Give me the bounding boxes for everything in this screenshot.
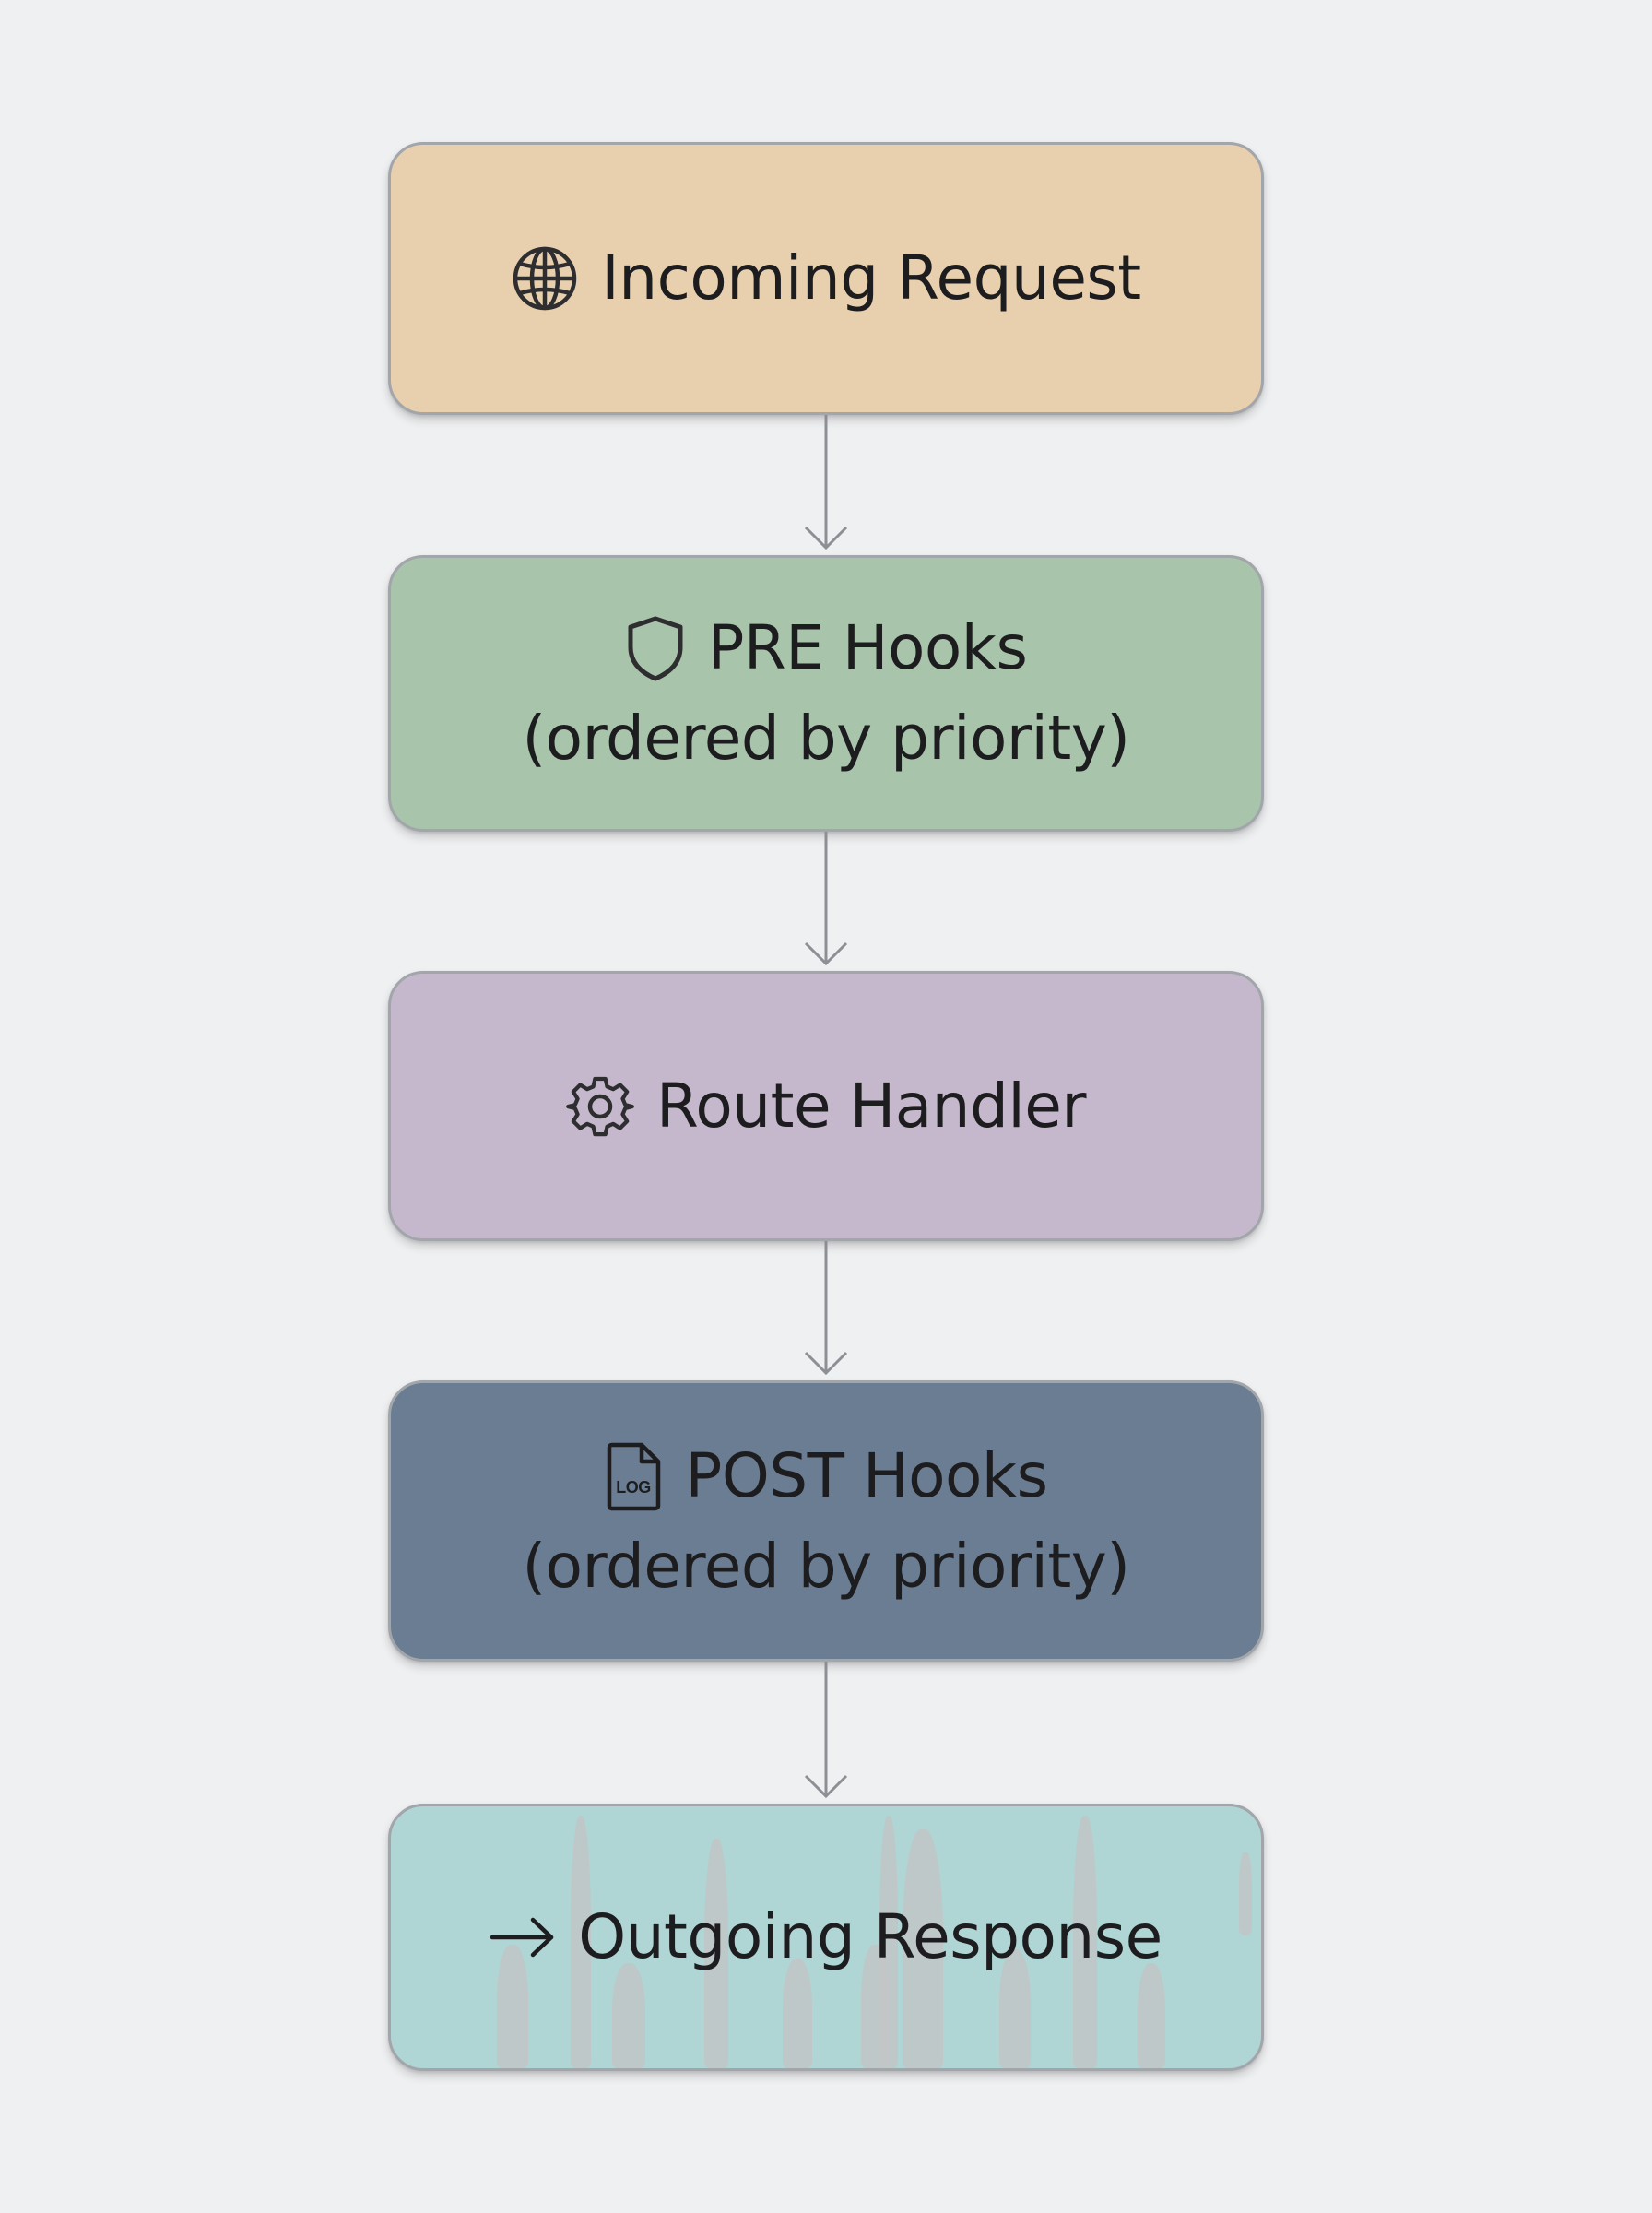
log-file-icon: LOG — [605, 1441, 664, 1511]
post-hooks-node: LOG POST Hooks (ordered by priority) — [388, 1380, 1264, 1662]
pre-hooks-node: PRE Hooks (ordered by priority) — [388, 555, 1264, 832]
outgoing-response-title: Outgoing Response — [490, 1892, 1162, 1982]
route-handler-label: Route Handler — [656, 1070, 1086, 1142]
shield-icon — [625, 614, 686, 682]
pre-hooks-label: PRE Hooks — [707, 612, 1028, 683]
outgoing-response-node: Outgoing Response — [388, 1804, 1264, 2071]
connector-arrow-4 — [803, 1662, 849, 1804]
incoming-request-node: Incoming Request — [388, 142, 1264, 415]
globe-icon — [511, 244, 579, 313]
post-hooks-subtitle: (ordered by priority) — [522, 1530, 1130, 1602]
outgoing-response-label: Outgoing Response — [578, 1901, 1162, 1972]
pre-hooks-title: PRE Hooks — [625, 603, 1028, 693]
route-handler-node: Route Handler — [388, 971, 1264, 1241]
connector-arrow-3 — [803, 1241, 849, 1380]
post-hooks-label: POST Hooks — [685, 1439, 1048, 1511]
connector-arrow-2 — [803, 832, 849, 971]
pre-hooks-subtitle: (ordered by priority) — [522, 703, 1130, 774]
connector-arrow-1 — [803, 415, 849, 555]
log-icon-text: LOG — [616, 1478, 651, 1497]
arrow-right-icon — [490, 1914, 556, 1960]
post-hooks-title: LOG POST Hooks — [605, 1431, 1048, 1521]
gear-icon — [566, 1072, 634, 1141]
incoming-request-title: Incoming Request — [511, 233, 1141, 324]
incoming-request-label: Incoming Request — [601, 243, 1141, 314]
route-handler-title: Route Handler — [566, 1061, 1086, 1152]
